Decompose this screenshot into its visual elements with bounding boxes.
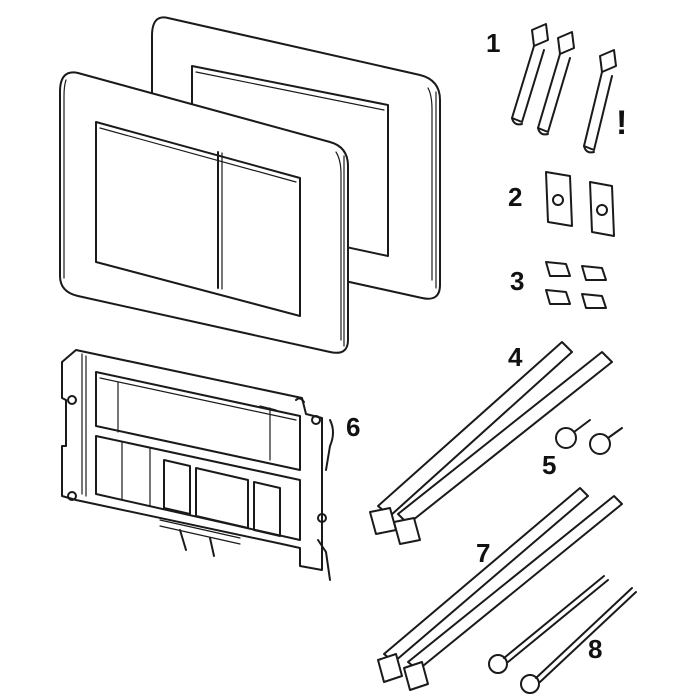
label-nuts: 2 [508,182,522,212]
warning-mark: ! [616,104,627,142]
clips [511,23,617,154]
long-screws [488,575,637,694]
nuts [545,171,615,237]
label-threaded-rods: 7 [476,538,490,568]
caps [545,261,607,309]
rods [369,341,613,545]
mounting-frame [61,349,334,581]
flush-plate-front [59,71,349,354]
label-rods: 4 [508,342,523,372]
label-clips: 1 [486,28,500,58]
label-long-screws: 8 [588,634,602,664]
label-screws: 5 [542,450,556,480]
label-caps: 3 [510,266,524,296]
screws [555,419,623,455]
label-frame: 6 [346,412,360,442]
threaded-rods [377,487,623,691]
